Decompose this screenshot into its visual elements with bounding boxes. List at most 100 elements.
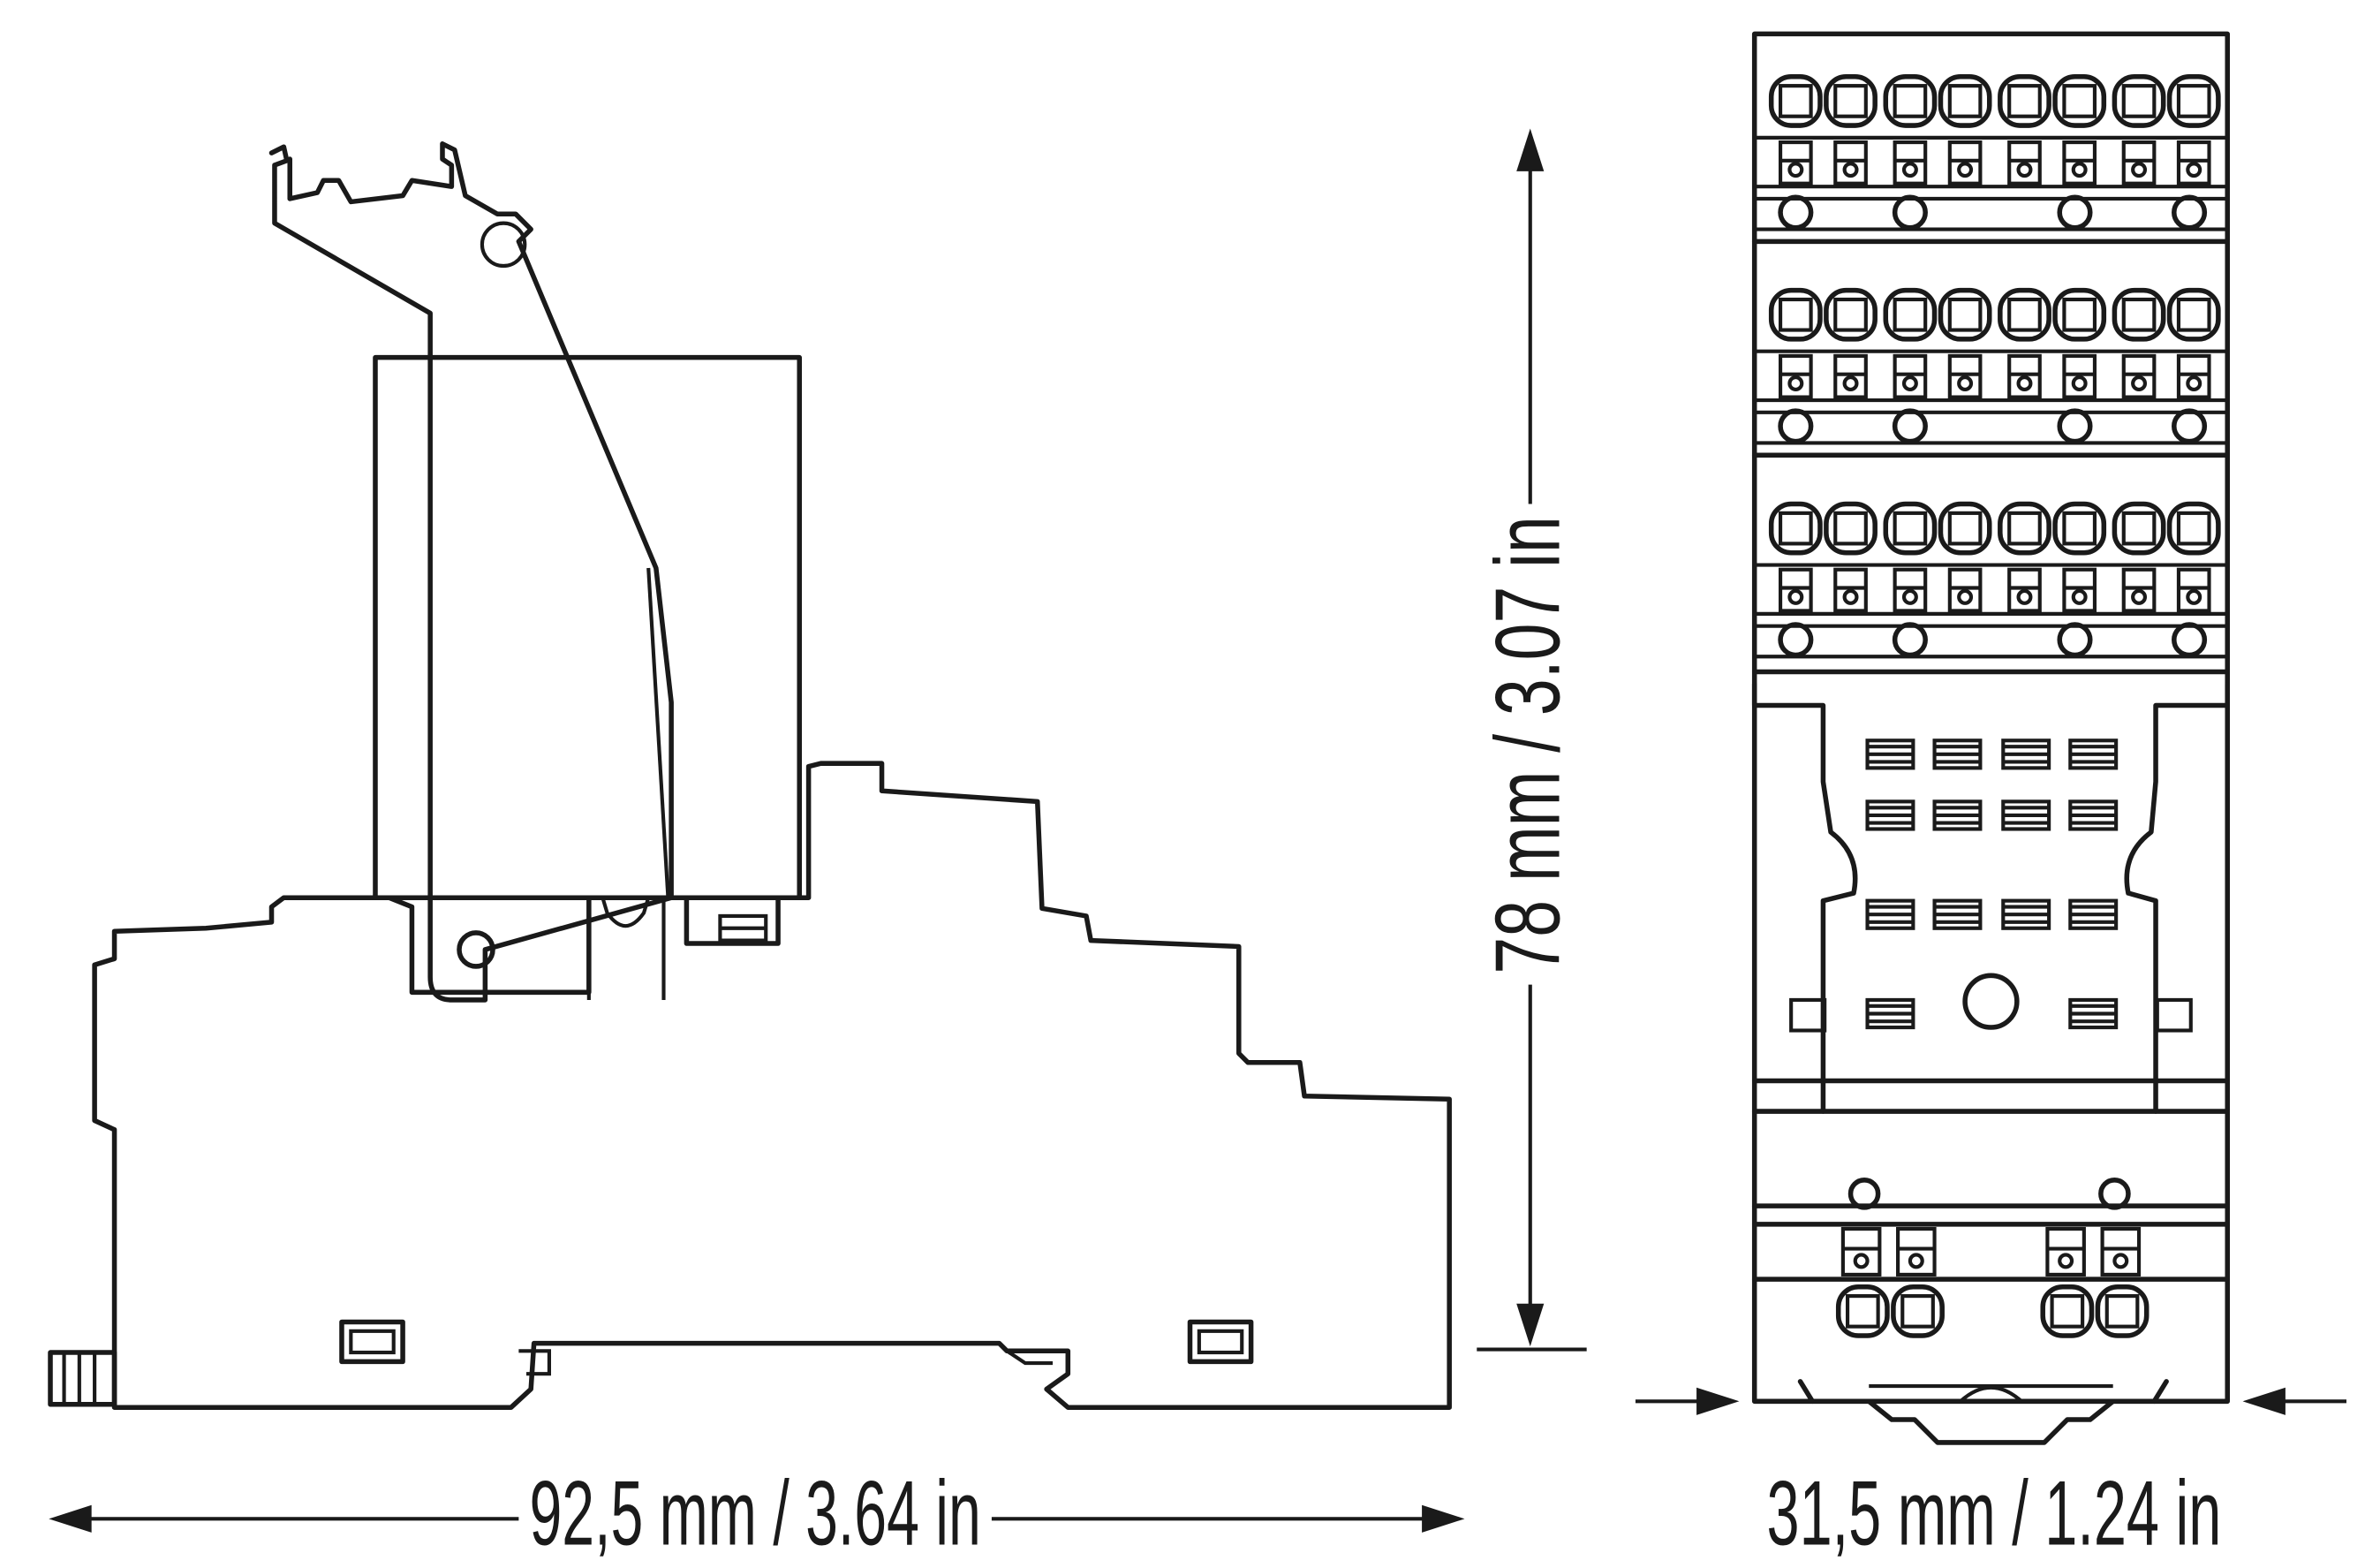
terminal-clamp-inner <box>2176 84 2211 118</box>
test-point <box>2057 622 2093 658</box>
terminal-clamp <box>2052 501 2107 556</box>
terminal-lock <box>2062 567 2097 613</box>
terminal-lock-dot <box>2131 588 2148 605</box>
terminal-lock-dot <box>1901 162 1918 178</box>
terminal-clamp-inner <box>1947 511 1983 546</box>
terminal-clamp <box>1938 74 1992 128</box>
terminal-lock <box>1778 353 1813 399</box>
terminal-clamp <box>1998 74 2051 128</box>
din-clip <box>518 1349 551 1376</box>
terminal-clamp <box>2166 287 2221 342</box>
relay-socket <box>1751 681 2231 1114</box>
socket-pin <box>1932 739 1983 770</box>
terminal-lock <box>2121 353 2157 399</box>
terminal-lock <box>2062 353 2097 399</box>
terminal-lock <box>2176 353 2211 399</box>
terminal-lock <box>1778 567 1813 613</box>
terminal-clamp-inner <box>2121 84 2157 118</box>
socket-pin <box>1865 739 1915 770</box>
lower-terminals <box>1751 1178 2231 1338</box>
terminal-clamp-inner <box>1947 297 1983 332</box>
terminal-lock-dot <box>2071 162 2088 178</box>
terminal-clamp <box>1938 287 1992 342</box>
terminal-clamp-inner <box>1778 511 1813 546</box>
socket-pin <box>2068 799 2119 831</box>
terminal-lock-dot <box>1957 588 1974 605</box>
lever-pivot-top <box>480 221 527 269</box>
lever-inner-line <box>646 567 670 901</box>
terminal-clamp <box>2052 287 2107 342</box>
socket-pin <box>1865 997 1915 1030</box>
socket-pin <box>1932 898 1983 930</box>
terminal-clamp <box>1883 501 1938 556</box>
socket-pin <box>1865 799 1915 831</box>
test-point <box>1778 408 1814 444</box>
test-point <box>1778 194 1814 231</box>
terminal-lock-dot <box>2186 162 2202 178</box>
terminal-clamp-inner <box>2176 297 2211 332</box>
terminal-clamp <box>2112 501 2166 556</box>
terminal-lock-dot <box>1787 162 1804 178</box>
terminal-slot-right <box>1187 1319 1254 1365</box>
test-point <box>2057 408 2093 444</box>
terminal-lock-dot <box>2016 588 2033 605</box>
terminal-lock-dot <box>2071 588 2088 605</box>
terminal-lock-dot <box>2131 375 2148 391</box>
terminal-clamp <box>1824 74 1878 128</box>
terminal-clamp-inner <box>1893 297 1928 332</box>
terminal-clamp <box>2052 74 2107 128</box>
terminal-lock <box>1893 353 1928 399</box>
lower-terminal <box>1891 1227 1945 1338</box>
terminal-lock-dot <box>1787 375 1804 391</box>
terminal-row <box>1754 74 2228 231</box>
base-housing-outline <box>92 761 1452 1410</box>
terminal-lock-dot <box>2016 375 2033 391</box>
terminal-lock <box>1833 567 1868 613</box>
terminal-clamp-inner <box>1833 84 1868 118</box>
socket-pin <box>1865 898 1915 930</box>
terminal-lock-dot <box>2186 375 2202 391</box>
terminal-clamp <box>1768 287 1823 342</box>
terminal-clamp-inner <box>1833 511 1868 546</box>
din-hook <box>1006 1349 1054 1366</box>
terminal-lock-dot <box>1957 375 1974 391</box>
terminal-clamp-inner <box>2007 84 2042 118</box>
terminal-clamp <box>1998 287 2051 342</box>
test-point <box>2172 408 2208 444</box>
terminal-clamp <box>1768 501 1823 556</box>
terminal-clamp-inner <box>1947 84 1983 118</box>
terminal-lock <box>1893 567 1928 613</box>
terminal-lock <box>2121 140 2157 186</box>
test-point <box>1892 408 1928 444</box>
terminal-clamp-inner <box>2121 511 2157 546</box>
terminal-lock-dot <box>1787 588 1804 605</box>
terminal-clamp-inner <box>2062 511 2097 546</box>
terminal-lock <box>1778 140 1813 186</box>
terminal-clamp-inner <box>2062 84 2097 118</box>
terminal-clamp-inner <box>2007 511 2042 546</box>
socket-pin <box>2001 799 2051 831</box>
end-connector-stub <box>48 1350 117 1407</box>
terminal-clamp <box>2112 287 2166 342</box>
terminal-row <box>1754 501 2228 659</box>
terminal-lock-dot <box>1842 375 1859 391</box>
terminal-clamp <box>1998 501 2051 556</box>
terminal-lock-dot <box>2186 588 2202 605</box>
lower-terminal <box>1835 1227 1890 1338</box>
din-rail-foot <box>1797 1379 2169 1445</box>
terminal-rows <box>1754 74 2228 659</box>
terminal-lock <box>1947 353 1983 399</box>
terminal-lock <box>2121 567 2157 613</box>
test-point <box>1892 622 1928 658</box>
lower-terminal-group <box>1835 1227 2150 1338</box>
terminal-clamp-inner <box>1893 84 1928 118</box>
terminal-clamp-inner <box>1778 84 1813 118</box>
terminal-clamp-inner <box>1778 297 1813 332</box>
socket-pin <box>2068 898 2119 930</box>
width-dimension-label: 92,5 mm / 3.64 in <box>529 1462 980 1564</box>
lower-terminal <box>2040 1227 2095 1338</box>
socket-pin <box>2001 898 2051 930</box>
depth-dimension: 31,5 mm / 1.24 in <box>1635 1387 2346 1564</box>
front-view: 31,5 mm / 1.24 in <box>1635 31 2346 1564</box>
terminal-lock <box>2062 140 2097 186</box>
